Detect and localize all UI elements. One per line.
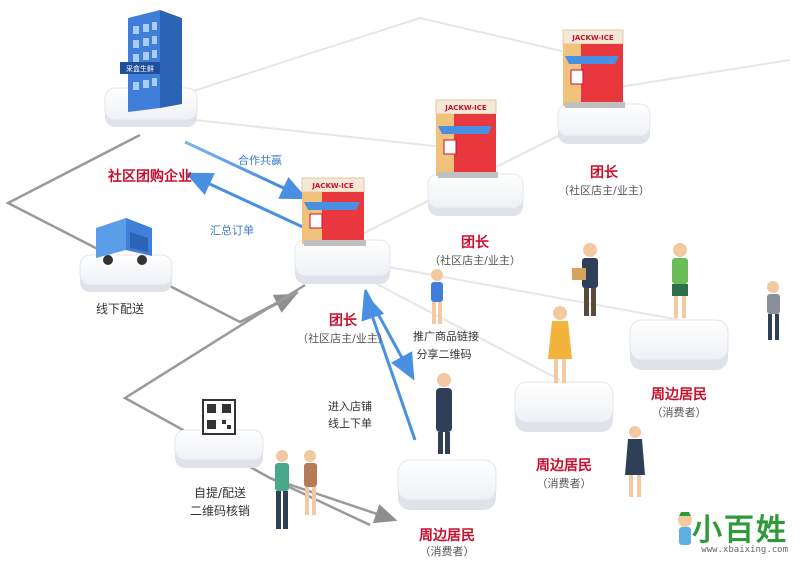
resident-bottom-title: 周边居民: [419, 528, 475, 544]
svg-text:JACKW-ICE: JACKW-ICE: [444, 104, 487, 112]
store-icon-top: JACKW-ICE: [562, 29, 625, 108]
leader-top-subtitle: （社区店主/业主）: [558, 184, 650, 197]
office-building-icon: 采盒生鲜: [120, 10, 182, 112]
svg-text:JACKW-ICE: JACKW-ICE: [571, 34, 614, 42]
watermark-kid-icon: [678, 512, 692, 545]
arrow-cooperate: [184, 140, 308, 200]
resident-right-subtitle: （消费者）: [651, 406, 707, 419]
store-icon-central: JACKW-ICE: [301, 177, 366, 246]
qr-code-icon: [202, 399, 236, 435]
watermark: 小百姓 www.xbaixing.com: [692, 505, 788, 555]
platform-central-leader: [294, 239, 391, 284]
resident-bottom-subtitle: （消费者）: [419, 545, 475, 558]
blue-arrows: [184, 140, 417, 441]
edge-cooperate-label: 合作共赢: [238, 154, 282, 167]
store-icon-mid: JACKW-ICE: [435, 99, 498, 178]
platform-leader-top: [557, 103, 651, 144]
platform-delivery: [79, 254, 173, 292]
delivery-truck-icon: [96, 218, 152, 265]
person-icon-resident-mid: [548, 306, 572, 383]
person-icon-walker-blue: [431, 269, 443, 324]
background-links: [149, 17, 791, 381]
platform-qr: [174, 429, 264, 468]
qr-label-line1: 自提/配送: [193, 486, 247, 500]
building-sign-text: 采盒生鲜: [126, 64, 154, 73]
qr-to-resident-line: [269, 476, 398, 524]
watermark-title: 小百姓: [692, 513, 788, 548]
person-icon-couple: [275, 450, 317, 529]
leader-mid-title: 团长: [461, 235, 489, 251]
person-icon-resident-right: [672, 243, 688, 318]
person-icon-courier: [572, 243, 598, 316]
person-icon-resident-bottom: [436, 373, 452, 454]
platform-resident-mid: [514, 381, 614, 432]
person-icon-walker-right: [767, 281, 780, 340]
edge-enter-store-line1: 进入店铺: [328, 400, 372, 413]
leader-top-title: 团长: [590, 165, 618, 181]
svg-text:JACKW-ICE: JACKW-ICE: [311, 182, 354, 190]
resident-mid-subtitle: （消费者）: [536, 477, 592, 490]
platform-leader-mid: [427, 173, 524, 216]
platform-resident-bottom: [397, 459, 497, 510]
watermark-url: www.xbaixing.com: [701, 545, 788, 555]
resident-mid-title: 周边居民: [536, 458, 592, 474]
enterprise-title: 社区团购企业: [108, 169, 192, 185]
person-figures: [275, 243, 780, 529]
arrow-aggregate: [185, 172, 306, 230]
edge-promote-line1: 推广商品链接: [413, 330, 479, 343]
person-icon-shopper: [625, 426, 645, 497]
edge-aggregate-label: 汇总订单: [210, 224, 254, 237]
delivery-label: 线下配送: [95, 302, 145, 316]
qr-label-line2: 二维码核销: [189, 504, 251, 518]
edge-enter-store-line2: 线上下单: [328, 417, 372, 430]
arrow-enter-store: [361, 292, 417, 441]
leader-mid-subtitle: （社区店主/业主）: [429, 254, 521, 267]
central-leader-subtitle: （社区店主/业主）: [297, 332, 389, 345]
edge-promote-line2: 分享二维码: [416, 348, 472, 361]
platform-resident-right: [629, 319, 729, 370]
central-leader-title: 团长: [329, 313, 357, 329]
resident-right-title: 周边居民: [651, 387, 707, 403]
